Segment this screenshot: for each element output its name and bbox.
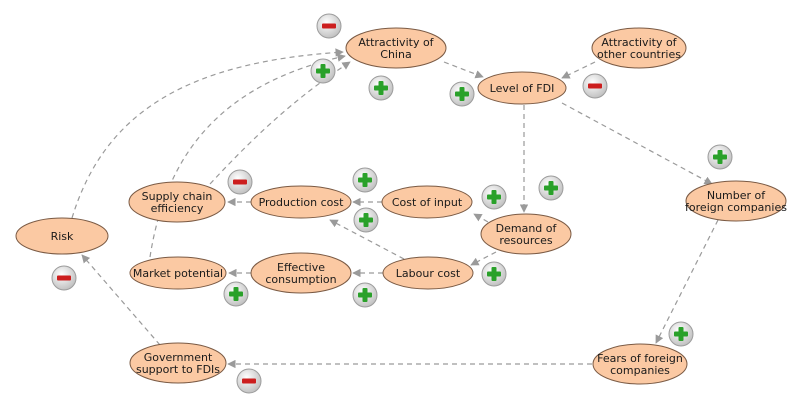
plus-icon (668, 321, 694, 347)
node-label: Supply chain (142, 190, 213, 203)
edge-number-foreign-to-fears-foreign (655, 219, 719, 344)
node-label: Production cost (259, 196, 345, 209)
node-shape (129, 342, 227, 384)
node-label: support to FDIs (136, 363, 220, 376)
node-label: Government (144, 351, 213, 364)
node-label: Labour cost (396, 267, 461, 280)
node-label: companies (610, 364, 670, 377)
node-level-fdi: Level of FDI (477, 71, 567, 105)
plus-icon (481, 261, 507, 287)
node-label: Risk (51, 230, 74, 243)
node-label: resources (499, 234, 553, 247)
plus-icon (310, 58, 336, 84)
node-label: efficiency (151, 202, 204, 215)
node-shape (592, 343, 688, 385)
node-shape (480, 213, 572, 255)
minus-icon (227, 169, 253, 195)
node-risk: Risk (15, 217, 109, 255)
edge-level-fdi-to-number-foreign (561, 102, 713, 185)
node-label: Number of (707, 189, 766, 202)
minus-icon (236, 368, 262, 394)
node-label: Demand of (496, 222, 558, 235)
plus-icon (353, 207, 379, 233)
minus-icon (51, 265, 77, 291)
node-shape (250, 252, 352, 294)
edge-attractivity-other-to-level-fdi (561, 61, 596, 79)
edge-demand-resources-to-cost-input (473, 213, 489, 223)
node-label: Attractivity of (601, 36, 677, 49)
plus-icon (352, 282, 378, 308)
node-label: Effective (277, 261, 325, 274)
node-label: Level of FDI (490, 82, 555, 95)
node-shape (345, 27, 447, 69)
plus-icon (368, 75, 394, 101)
plus-icon (352, 167, 378, 193)
node-cost-input: Cost of input (381, 185, 473, 219)
node-shape (685, 180, 787, 222)
node-shape (477, 71, 567, 105)
node-market-potential: Market potential (129, 256, 227, 290)
edge-attractivity-china-to-level-fdi (443, 61, 484, 79)
minus-icon (316, 13, 342, 39)
node-shape (128, 181, 226, 223)
node-label: Attractivity of (358, 36, 434, 49)
node-label: China (380, 48, 411, 61)
edge-demand-resources-to-labour-cost (470, 251, 497, 266)
edge-labour-cost-to-production-cost (329, 219, 405, 260)
node-label: Market potential (133, 267, 223, 280)
plus-icon (449, 81, 475, 107)
node-shape (381, 185, 473, 219)
minus-icon (582, 73, 608, 99)
node-shape (250, 185, 352, 219)
node-label: foreign companies (685, 201, 787, 214)
node-shape (591, 27, 687, 69)
node-label: consumption (265, 273, 336, 286)
plus-icon (481, 184, 507, 210)
plus-icon (223, 281, 249, 307)
node-shape (15, 217, 109, 255)
edge-government-support-to-risk (81, 254, 161, 346)
node-label: Fears of foreign (597, 352, 683, 365)
node-label: Cost of input (392, 196, 463, 209)
node-shape (129, 256, 227, 290)
node-shape (382, 256, 474, 290)
node-labour-cost: Labour cost (382, 256, 474, 290)
edge-risk-to-attractivity-china (71, 48, 344, 219)
plus-icon (707, 144, 733, 170)
plus-icon (538, 175, 564, 201)
node-label: other countries (597, 48, 681, 61)
node-production-cost: Production cost (250, 185, 352, 219)
